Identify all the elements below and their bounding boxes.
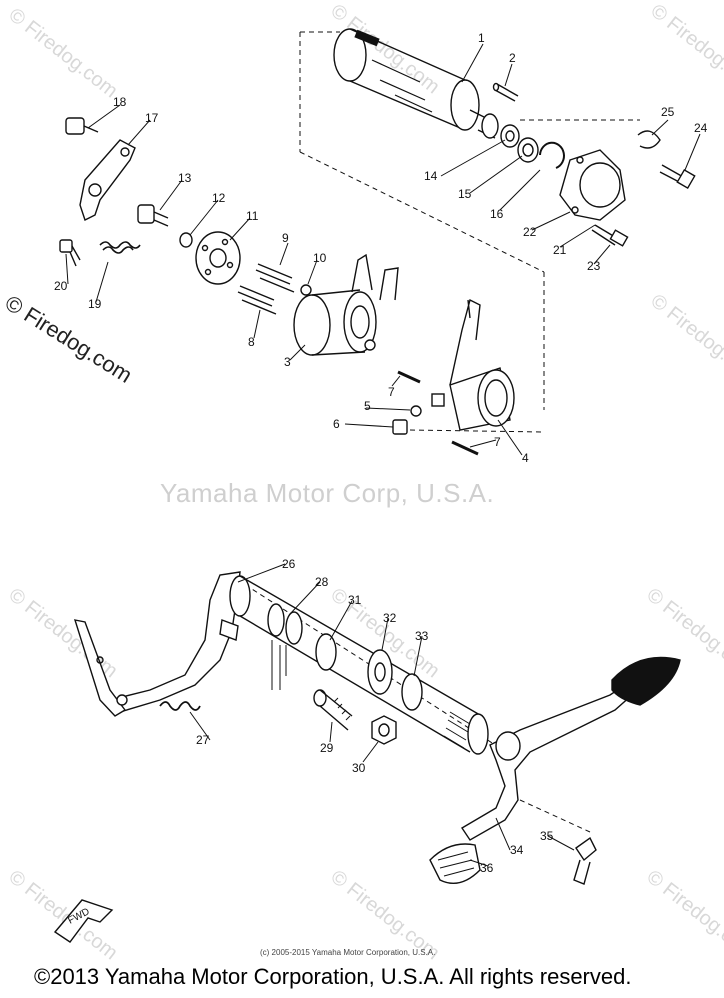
callout-34: 34 (510, 843, 524, 857)
washer-12 (179, 232, 193, 248)
callout-26: 26 (282, 557, 296, 571)
callout-30: 30 (352, 761, 366, 775)
spring-27 (159, 701, 201, 711)
bottom-frame-lines (229, 574, 591, 833)
callout-32: 32 (383, 611, 397, 625)
stopper-lever (65, 117, 136, 221)
callout-leaders-bottom (189, 563, 575, 867)
callout-31: 31 (348, 593, 362, 607)
bolt-29 (313, 689, 353, 731)
spring-19 (99, 241, 141, 254)
callout-35: 35 (540, 829, 554, 843)
callout-20: 20 (54, 279, 68, 293)
nut-30 (371, 715, 397, 745)
shift-segment (195, 231, 241, 285)
callout-8: 8 (248, 335, 255, 349)
callout-15: 15 (458, 187, 472, 201)
callout-13: 13 (178, 171, 192, 185)
callout-33: 33 (415, 629, 429, 643)
callout-5: 5 (364, 399, 371, 413)
shift-drum (333, 28, 499, 139)
callout-7-lower: 7 (494, 435, 501, 449)
callout-17: 17 (145, 111, 159, 125)
callout-4: 4 (522, 451, 529, 465)
callout-14: 14 (424, 169, 438, 183)
shift-pedal (429, 656, 681, 884)
callout-24: 24 (694, 121, 708, 135)
center-watermark: Yamaha Motor Corp, U.S.A. (160, 478, 495, 508)
shaft-collars (315, 633, 423, 711)
shift-fork-4 (431, 298, 515, 431)
callout-28: 28 (315, 575, 329, 589)
drum-pin (492, 82, 519, 102)
callout-27: 27 (196, 733, 210, 747)
shaft-clips (267, 603, 303, 690)
callout-23: 23 (587, 259, 601, 273)
shift-fork-3 (293, 253, 399, 356)
callout-leaders-top (65, 43, 701, 456)
callout-7-upper: 7 (388, 385, 395, 399)
callout-19: 19 (88, 297, 102, 311)
callout-16: 16 (490, 207, 504, 221)
callout-29: 29 (320, 741, 334, 755)
callout-10: 10 (313, 251, 327, 265)
detent-parts (392, 370, 479, 456)
shift-shaft (229, 575, 489, 755)
bolt-20 (59, 239, 81, 267)
guide-bars (237, 263, 295, 315)
shift-arm (73, 571, 241, 717)
callout-36: 36 (480, 861, 494, 875)
clip-10 (300, 284, 312, 296)
small-credit: (c) 2005-2015 Yamaha Motor Corporation, … (260, 948, 436, 957)
callout-21: 21 (553, 243, 567, 257)
callout-2: 2 (509, 51, 516, 65)
bolt-35 (573, 836, 597, 885)
callout-12: 12 (212, 191, 226, 205)
top-frame-lines (299, 31, 640, 433)
callout-18: 18 (113, 95, 127, 109)
stopper-housing (559, 149, 629, 247)
drum-washers (500, 124, 565, 169)
callout-1: 1 (478, 31, 485, 45)
bolt-13 (137, 204, 169, 227)
forward-arrow: FWD (53, 899, 114, 943)
callout-25: 25 (661, 105, 675, 119)
screw-and-clip (637, 130, 696, 190)
callout-11: 11 (246, 209, 259, 223)
callout-9: 9 (282, 231, 289, 245)
callout-22: 22 (523, 225, 537, 239)
callout-3: 3 (284, 355, 291, 369)
footer-copyright: ©2013 Yamaha Motor Corporation, U.S.A. A… (34, 964, 632, 989)
callout-6: 6 (333, 417, 340, 431)
